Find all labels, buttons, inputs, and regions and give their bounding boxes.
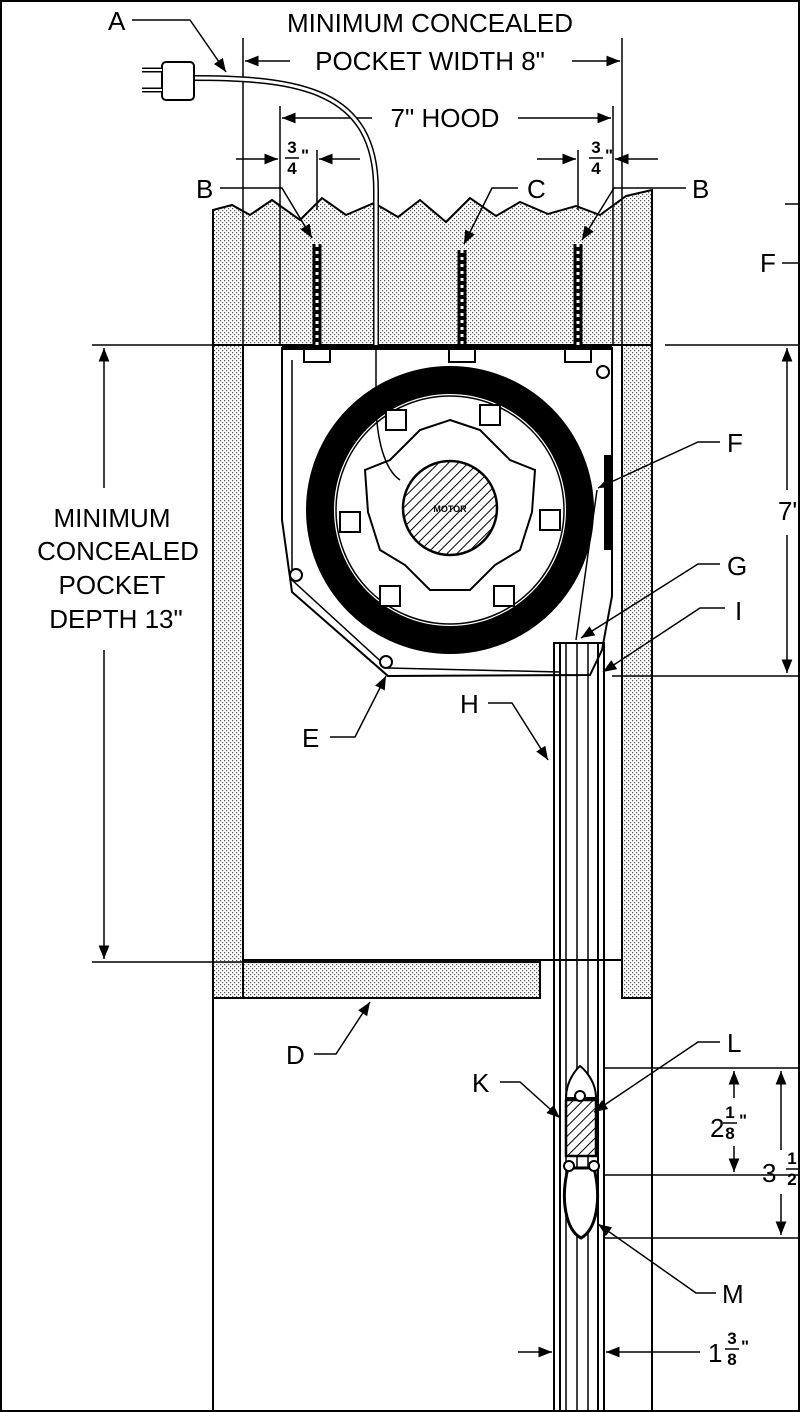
hood-inner-line (291, 360, 561, 673)
label-E: E (302, 723, 319, 753)
left-wall (212, 344, 244, 999)
pocket-width-label-2: POCKET WIDTH 8" (315, 46, 545, 76)
bottom-seal (562, 1166, 600, 1240)
label-A: A (108, 6, 126, 36)
frac-right-den: 4 (591, 159, 601, 178)
pocket-width-label-1: MINIMUM CONCEALED (287, 8, 573, 38)
label-F: F (727, 428, 743, 458)
shutter-roll (306, 366, 594, 654)
depth-label-2: CONCEALED (37, 536, 199, 566)
screw-left (303, 244, 331, 363)
roll-clip-1 (385, 409, 407, 431)
hood-label: 7" HOOD (391, 103, 500, 133)
leader-A (132, 19, 227, 73)
label-D: D (286, 1040, 305, 1070)
leader-M (597, 1223, 716, 1294)
right-wall (621, 344, 653, 999)
dim-218-den: 8 (725, 1124, 734, 1143)
frac-right-num: 3 (591, 138, 600, 157)
guide-rail (553, 642, 605, 1412)
dim-138-whole: 1 (708, 1338, 722, 1368)
frac-left-den: 4 (287, 159, 297, 178)
bottom-bar (562, 1064, 600, 1240)
label-G: G (727, 551, 747, 581)
leader-H (488, 702, 549, 761)
leader-B-left (220, 187, 313, 239)
motor-label: MOTOR (433, 504, 467, 514)
label-B-left: B (196, 174, 213, 204)
label-L: L (727, 1028, 741, 1058)
weight-block (564, 1098, 598, 1158)
leader-G (580, 563, 720, 639)
label-F-top: F (760, 248, 776, 278)
depth-label-1: MINIMUM (54, 503, 171, 533)
ceiling-header-block (212, 188, 653, 346)
dim-218-inch: " (739, 1111, 747, 1130)
roll-inner-edge (335, 395, 565, 625)
hood-pivot-top (596, 365, 610, 379)
roll-clip-2 (479, 404, 501, 426)
frac-right-inch: " (605, 146, 613, 165)
dim-138-den: 8 (727, 1350, 736, 1369)
hood-side-strip (604, 455, 612, 550)
roll-clip-3 (539, 509, 561, 531)
label-M: M (722, 1279, 744, 1309)
label-H: H (460, 689, 479, 719)
hood-pivot-bottom (379, 655, 393, 669)
screw-right (564, 244, 592, 363)
label-B-right: B (692, 174, 709, 204)
power-cord-inside (375, 345, 401, 481)
roll-clip-5 (379, 585, 401, 607)
frac-left-num: 3 (287, 138, 296, 157)
plug-icon (142, 61, 195, 101)
frac-left-inch: " (301, 146, 309, 165)
soffit-board (242, 961, 541, 999)
hood-pivot-left (289, 568, 303, 582)
curtain-line (575, 489, 598, 641)
dim-312-whole: 3 (762, 1158, 776, 1188)
dim-312-den: 2 (787, 1170, 796, 1189)
leader-B-right (581, 187, 686, 241)
label-I: I (735, 596, 742, 626)
hood-housing (281, 347, 613, 678)
leader-D (314, 1001, 371, 1055)
depth-label-4: DEPTH 13" (49, 604, 183, 634)
dim-138-num: 3 (727, 1329, 736, 1348)
label-C: C (527, 174, 546, 204)
label-K: K (472, 1068, 490, 1098)
seven-label: 7" (778, 496, 800, 526)
dim-312-num: 1 (787, 1149, 796, 1168)
leader-F (597, 441, 720, 489)
screw-center (448, 250, 476, 363)
leader-C (463, 187, 518, 245)
dim-218-whole: 2 (710, 1113, 724, 1143)
roll-clip-4 (493, 585, 515, 607)
roll-clip-6 (339, 511, 361, 533)
leader-K (500, 1081, 561, 1119)
dim-218-num: 1 (725, 1103, 734, 1122)
motor-icon (401, 459, 499, 557)
leader-I (602, 607, 725, 673)
power-cord-core (193, 76, 378, 345)
dim-138-inch: " (741, 1337, 749, 1356)
leader-E (330, 675, 387, 738)
leader-L (593, 1041, 720, 1113)
depth-label-3: POCKET (59, 570, 166, 600)
